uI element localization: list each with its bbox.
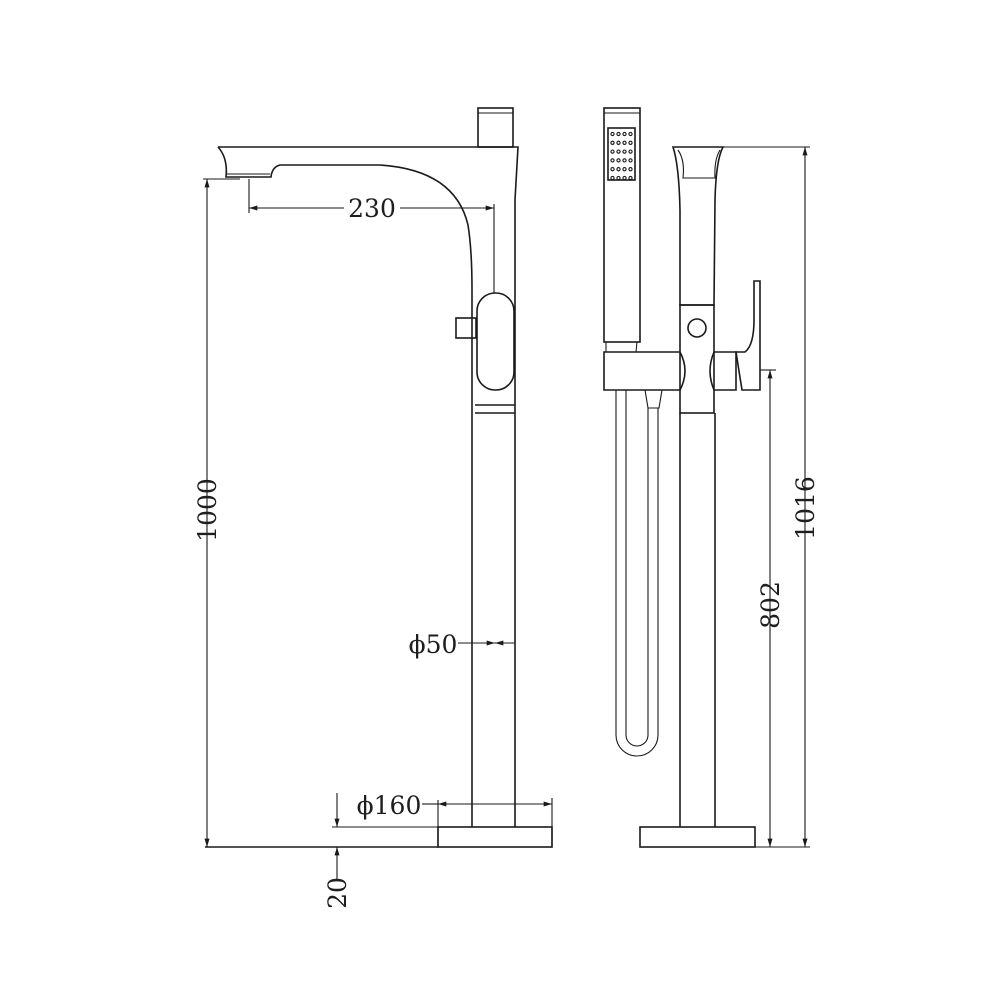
nozzle-dot	[622, 175, 627, 181]
nozzle-dot	[628, 149, 633, 154]
nozzle-dot	[610, 131, 615, 137]
nozzle-dot	[628, 175, 633, 181]
nozzle-dot	[622, 149, 627, 154]
base-plate	[639, 826, 756, 848]
nozzle-dot	[616, 149, 621, 154]
lever-handle	[476, 292, 515, 391]
base-plate	[437, 826, 553, 848]
nozzle-dot	[610, 167, 615, 172]
dimension-total-height: 1000	[193, 178, 240, 848]
front-view-faucet	[603, 107, 761, 848]
nozzle-dot	[622, 167, 627, 172]
shower-bracket	[603, 351, 686, 391]
dimension-front-total-height: 1016	[723, 146, 820, 848]
nozzle-dot	[610, 149, 615, 154]
nozzle-dot	[616, 167, 621, 172]
dim-label-1016: 1016	[791, 476, 820, 540]
spray-nozzle-panel	[607, 127, 636, 181]
diverter-button	[687, 318, 707, 338]
hand-shower	[603, 107, 641, 353]
outlet-knob	[455, 317, 477, 339]
nozzle-dot	[622, 158, 627, 163]
nozzle-dot	[628, 140, 633, 145]
nozzle-dot	[628, 131, 633, 137]
dimension-base-diameter: ϕ160	[357, 791, 553, 847]
nozzle-dot	[628, 158, 633, 163]
nozzle-dot	[610, 140, 615, 145]
dim-label-802: 802	[756, 581, 785, 629]
nozzle-dot	[622, 131, 627, 137]
nozzle-dot	[616, 158, 621, 163]
nozzle-dot	[616, 175, 621, 181]
dim-label-phi160: ϕ160	[357, 791, 422, 820]
dim-label-230: 230	[348, 194, 396, 223]
hose-connector	[644, 389, 663, 409]
dim-label-20: 20	[323, 877, 352, 909]
nozzle-dot	[616, 131, 621, 137]
dimension-pipe-diameter: ϕ50	[409, 630, 515, 659]
nozzle-dot	[610, 175, 615, 181]
valve-body	[679, 304, 715, 414]
nozzle-dot	[616, 140, 621, 145]
nozzle-dot	[610, 158, 615, 163]
dimension-base-height: 20	[323, 793, 438, 909]
dim-label-phi50: ϕ50	[409, 630, 458, 659]
nozzle-dot	[628, 167, 633, 172]
dim-label-1000: 1000	[193, 478, 222, 542]
nozzle-dot	[622, 140, 627, 145]
dimension-outlet-height: 802	[756, 369, 785, 848]
dimension-spout-reach: 230	[248, 179, 495, 293]
mixer-lever	[735, 280, 761, 391]
